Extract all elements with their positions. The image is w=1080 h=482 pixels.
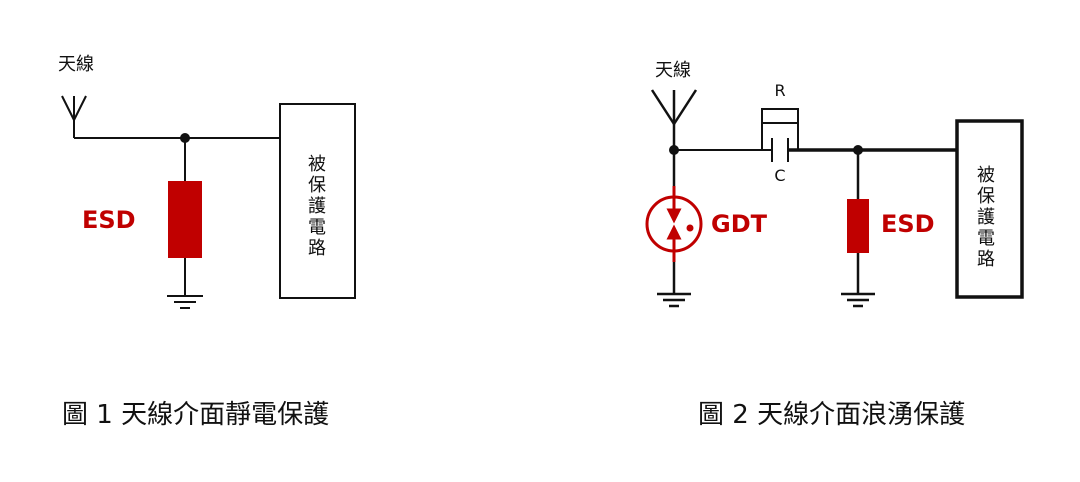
figure-1: 天線 ESD 被 保 護 電 路 圖 1 天線介面靜電保護	[58, 54, 356, 430]
ground-icon	[841, 292, 875, 308]
ground-icon	[167, 295, 203, 309]
protected-char: 護	[977, 207, 995, 228]
capacitor-label: C	[774, 166, 785, 185]
protected-char: 電	[308, 217, 326, 238]
gdt-label: GDT	[711, 210, 768, 238]
protected-circuit-label: 被 保 護 電 路	[977, 165, 995, 270]
protected-char: 保	[977, 186, 995, 207]
protected-char: 被	[308, 154, 326, 175]
antenna-icon	[61, 95, 87, 138]
ground-icon	[657, 292, 691, 308]
esd-label: ESD	[881, 210, 935, 238]
protected-char: 路	[977, 249, 995, 270]
protected-circuit-box	[279, 103, 356, 299]
antenna-label: 天線	[655, 60, 691, 81]
protected-char: 護	[308, 196, 326, 217]
esd-device	[847, 199, 869, 253]
protected-char: 保	[308, 175, 326, 196]
gdt-device	[645, 186, 703, 262]
figure-2: 天線 C R	[645, 60, 1024, 430]
protected-circuit-label: 被 保 護 電 路	[308, 154, 326, 259]
protected-char: 路	[308, 238, 326, 259]
antenna-label: 天線	[58, 54, 94, 75]
protected-circuit-box	[955, 119, 1024, 299]
figure-2-caption: 圖 2 天線介面浪湧保護	[698, 400, 965, 430]
protected-char: 電	[977, 228, 995, 249]
resistor-label: R	[774, 81, 785, 100]
protected-char: 被	[977, 165, 995, 186]
antenna-icon	[650, 89, 698, 150]
resistor-icon	[761, 108, 799, 150]
figure-1-caption: 圖 1 天線介面靜電保護	[62, 400, 329, 430]
esd-label: ESD	[82, 206, 136, 234]
capacitor-icon	[771, 138, 789, 162]
esd-device	[168, 181, 202, 258]
